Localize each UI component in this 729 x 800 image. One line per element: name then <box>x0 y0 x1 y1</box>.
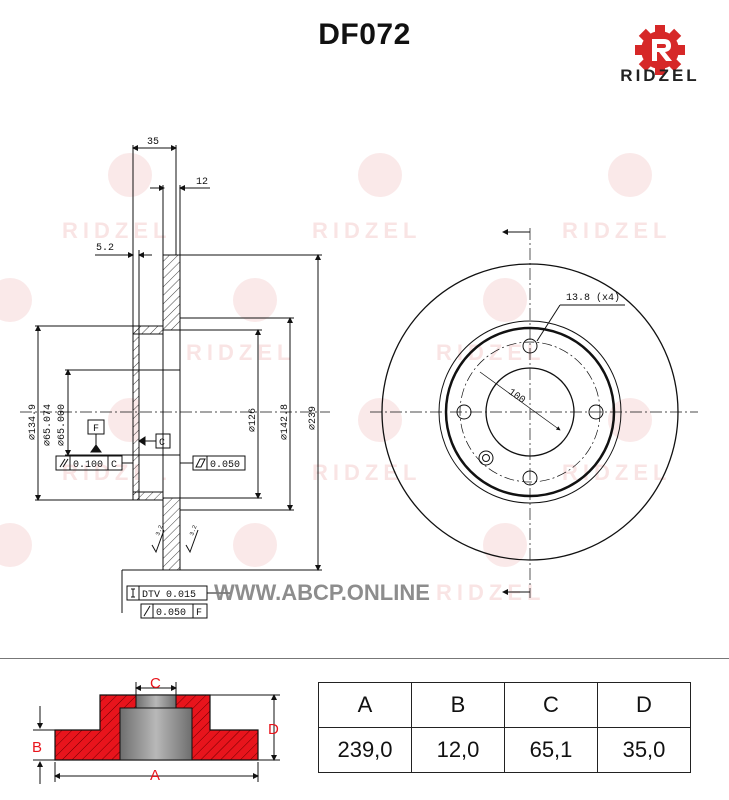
dim-126: ⌀126 <box>248 408 259 432</box>
spec-value-c: 65,1 <box>504 727 598 773</box>
spec-header-a: A <box>318 682 412 728</box>
spec-header-c: C <box>504 682 598 728</box>
roughness-mark-1: 3.2 <box>154 524 164 537</box>
dim-239: ⌀239 <box>308 406 319 430</box>
spec-value-a: 239,0 <box>318 727 412 773</box>
cs-label-a: A <box>150 767 160 784</box>
watermark-text: RIDZEL <box>62 218 171 243</box>
dim-134-9: ⌀134.9 <box>28 404 39 440</box>
tol-runout: 0.050 <box>156 608 186 619</box>
cs-label-b: B <box>32 739 42 756</box>
datum-f-label: F <box>93 424 99 435</box>
roughness-mark-2: 3.2 <box>188 524 198 537</box>
cs-label-d: D <box>268 721 279 738</box>
site-watermark: WWW.ABCP.ONLINE <box>214 580 430 605</box>
front-view <box>370 228 698 598</box>
dim-12: 12 <box>196 177 208 188</box>
ridzel-gear-logo-icon <box>635 25 685 75</box>
bolt-hole-callout: 13.8 (x4) <box>566 292 620 304</box>
tol-dtv: DTV 0.015 <box>142 590 196 601</box>
tol-flat: 0.050 <box>210 460 240 471</box>
spec-table: A B C D 239,0 12,0 65,1 35,0 <box>318 682 691 773</box>
dim-5-2: 5.2 <box>96 243 114 254</box>
watermark-text: RIDZEL <box>312 460 421 485</box>
tol-runout-ref: F <box>196 608 202 619</box>
spec-header-b: B <box>411 682 505 728</box>
brand-name: RIDZEL <box>620 66 700 85</box>
cross-section-schematic: C A B D <box>32 675 280 784</box>
tol-parallel-ref: C <box>111 460 117 471</box>
part-number-title: DF072 <box>318 18 411 51</box>
section-divider <box>0 658 729 659</box>
side-view-dimension-labels: 35 12 5.2 ⌀134.9 ⌀65.074 ⌀65.000 ⌀126 ⌀1… <box>28 137 319 619</box>
side-section-view <box>20 145 330 619</box>
dim-35: 35 <box>147 137 159 148</box>
tol-parallel: 0.100 <box>73 460 103 471</box>
watermark-layer: RIDZEL RIDZEL RIDZEL RIDZEL RIDZEL RIDZE… <box>0 153 671 605</box>
watermark-text: RIDZEL <box>562 218 671 243</box>
spec-header-d: D <box>597 682 691 728</box>
dim-65-000: ⌀65.000 <box>57 404 68 446</box>
cs-label-c: C <box>150 675 161 692</box>
dim-65-074: ⌀65.074 <box>43 404 54 446</box>
watermark-text: RIDZEL <box>186 340 295 365</box>
watermark-text: RIDZEL <box>312 218 421 243</box>
spec-value-b: 12,0 <box>411 727 505 773</box>
spec-header-row: A B C D <box>318 682 691 728</box>
spec-value-row: 239,0 12,0 65,1 35,0 <box>318 727 691 773</box>
spec-value-d: 35,0 <box>597 727 691 773</box>
datum-c-label: C <box>159 438 165 449</box>
dim-142-8: ⌀142.8 <box>280 404 291 440</box>
